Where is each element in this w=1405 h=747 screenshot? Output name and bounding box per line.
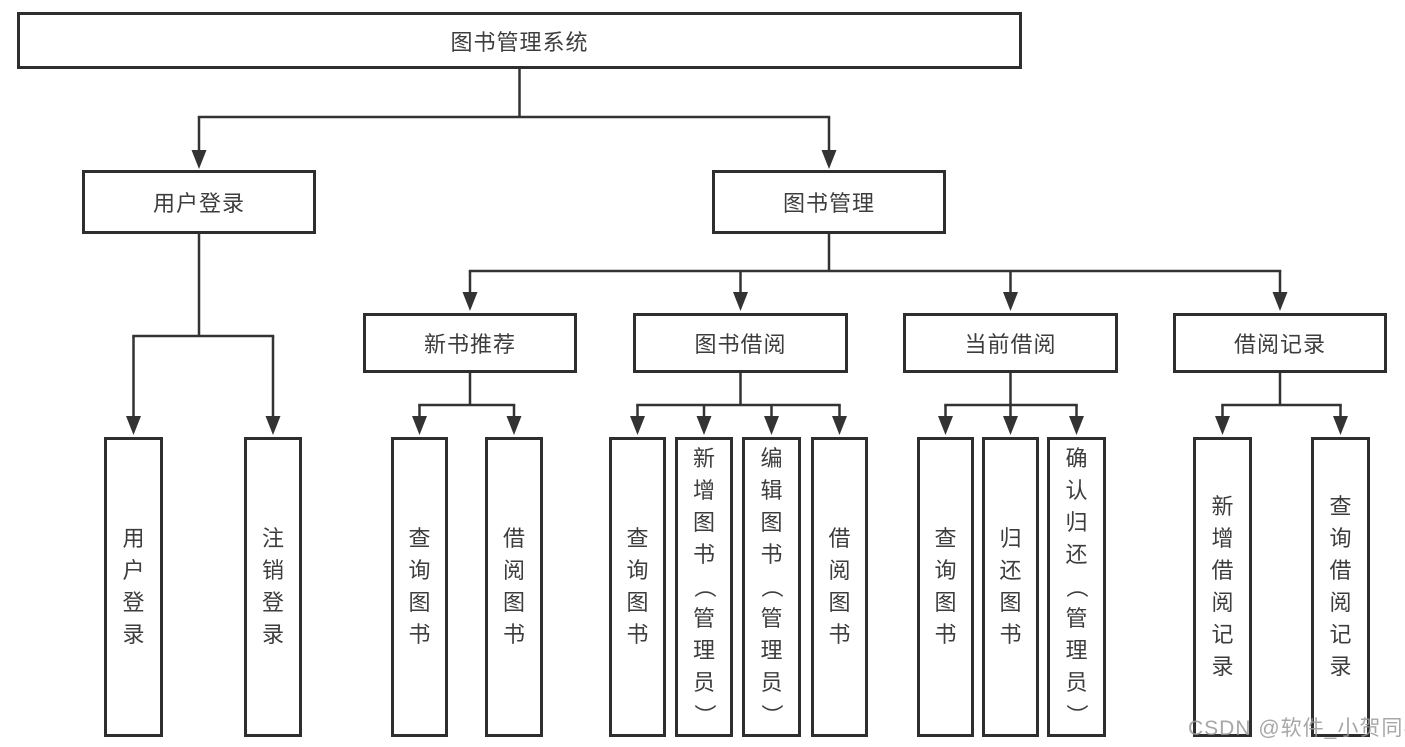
- node-label: 用户登录: [122, 526, 145, 647]
- node-leaf-query-book-3: 查询图书: [917, 437, 974, 737]
- node-borrowing-records: 借阅记录: [1173, 313, 1387, 373]
- node-label: 查询图书: [626, 526, 649, 647]
- node-label: 当前借阅: [964, 332, 1057, 357]
- arrowhead: [1003, 292, 1018, 311]
- node-leaf-query-borrow-record: 查询借阅记录: [1311, 437, 1370, 737]
- node-leaf-add-borrow-record: 新增借阅记录: [1193, 437, 1252, 737]
- node-leaf-query-book-1: 查询图书: [391, 437, 448, 737]
- node-label: 用户登录: [152, 191, 245, 216]
- arrowhead: [126, 416, 141, 435]
- node-label: 新增借阅记录: [1211, 494, 1234, 679]
- node-current-borrowing: 当前借阅: [903, 313, 1118, 373]
- node-label: 确认归还（管理员）: [1064, 446, 1090, 727]
- node-new-book-recommend: 新书推荐: [363, 313, 577, 373]
- arrowhead: [733, 292, 748, 311]
- node-leaf-query-book-2: 查询图书: [609, 437, 666, 737]
- arrowhead: [506, 416, 522, 435]
- arrowhead: [265, 416, 281, 435]
- node-label: 借阅图书: [828, 526, 851, 647]
- arrowhead: [630, 416, 645, 435]
- arrowhead: [1069, 416, 1084, 435]
- arrowhead: [821, 150, 837, 169]
- node-label: 新增图书（管理员）: [691, 446, 717, 727]
- node-label: 查询图书: [934, 526, 957, 647]
- arrowhead: [764, 416, 779, 435]
- node-label: 新书推荐: [423, 332, 516, 357]
- node-label: 借阅记录: [1233, 332, 1326, 357]
- node-leaf-borrow-book-2: 借阅图书: [811, 437, 868, 737]
- node-leaf-edit-book-admin: 编辑图书（管理员）: [742, 437, 801, 737]
- node-leaf-add-book-admin: 新增图书（管理员）: [675, 437, 733, 737]
- node-label: 注销登录: [261, 526, 284, 647]
- arrowhead: [462, 292, 478, 311]
- arrowhead: [1215, 416, 1230, 435]
- arrowhead: [191, 150, 207, 169]
- arrowhead: [1333, 416, 1348, 435]
- arrowhead: [412, 416, 427, 435]
- node-label: 查询图书: [408, 526, 431, 647]
- node-label: 图书借阅: [694, 332, 787, 357]
- node-label: 图书管理: [782, 191, 875, 216]
- node-label: 图书管理系统: [450, 29, 589, 55]
- node-leaf-return-book: 归还图书: [982, 437, 1039, 737]
- node-label: 借阅图书: [502, 526, 525, 647]
- arrowhead: [1003, 416, 1018, 435]
- csdn-watermark: CSDN @软件_小贺同学: [1188, 717, 1405, 740]
- node-book-borrowing: 图书借阅: [633, 313, 848, 373]
- node-book-management: 图书管理: [712, 170, 946, 234]
- node-label: 查询借阅记录: [1329, 494, 1352, 679]
- arrowhead: [832, 416, 847, 435]
- arrowhead: [696, 416, 712, 435]
- node-label: 编辑图书（管理员）: [759, 446, 785, 727]
- node-leaf-confirm-return-admin: 确认归还（管理员）: [1047, 437, 1106, 737]
- node-leaf-user-login: 用户登录: [104, 437, 163, 737]
- node-label: 归还图书: [999, 526, 1022, 647]
- node-user-login: 用户登录: [82, 170, 316, 234]
- arrowhead: [1272, 292, 1288, 311]
- arrowhead: [938, 416, 953, 435]
- node-leaf-borrow-book-1: 借阅图书: [485, 437, 543, 737]
- node-root-system: 图书管理系统: [17, 12, 1022, 69]
- node-leaf-logout: 注销登录: [244, 437, 302, 737]
